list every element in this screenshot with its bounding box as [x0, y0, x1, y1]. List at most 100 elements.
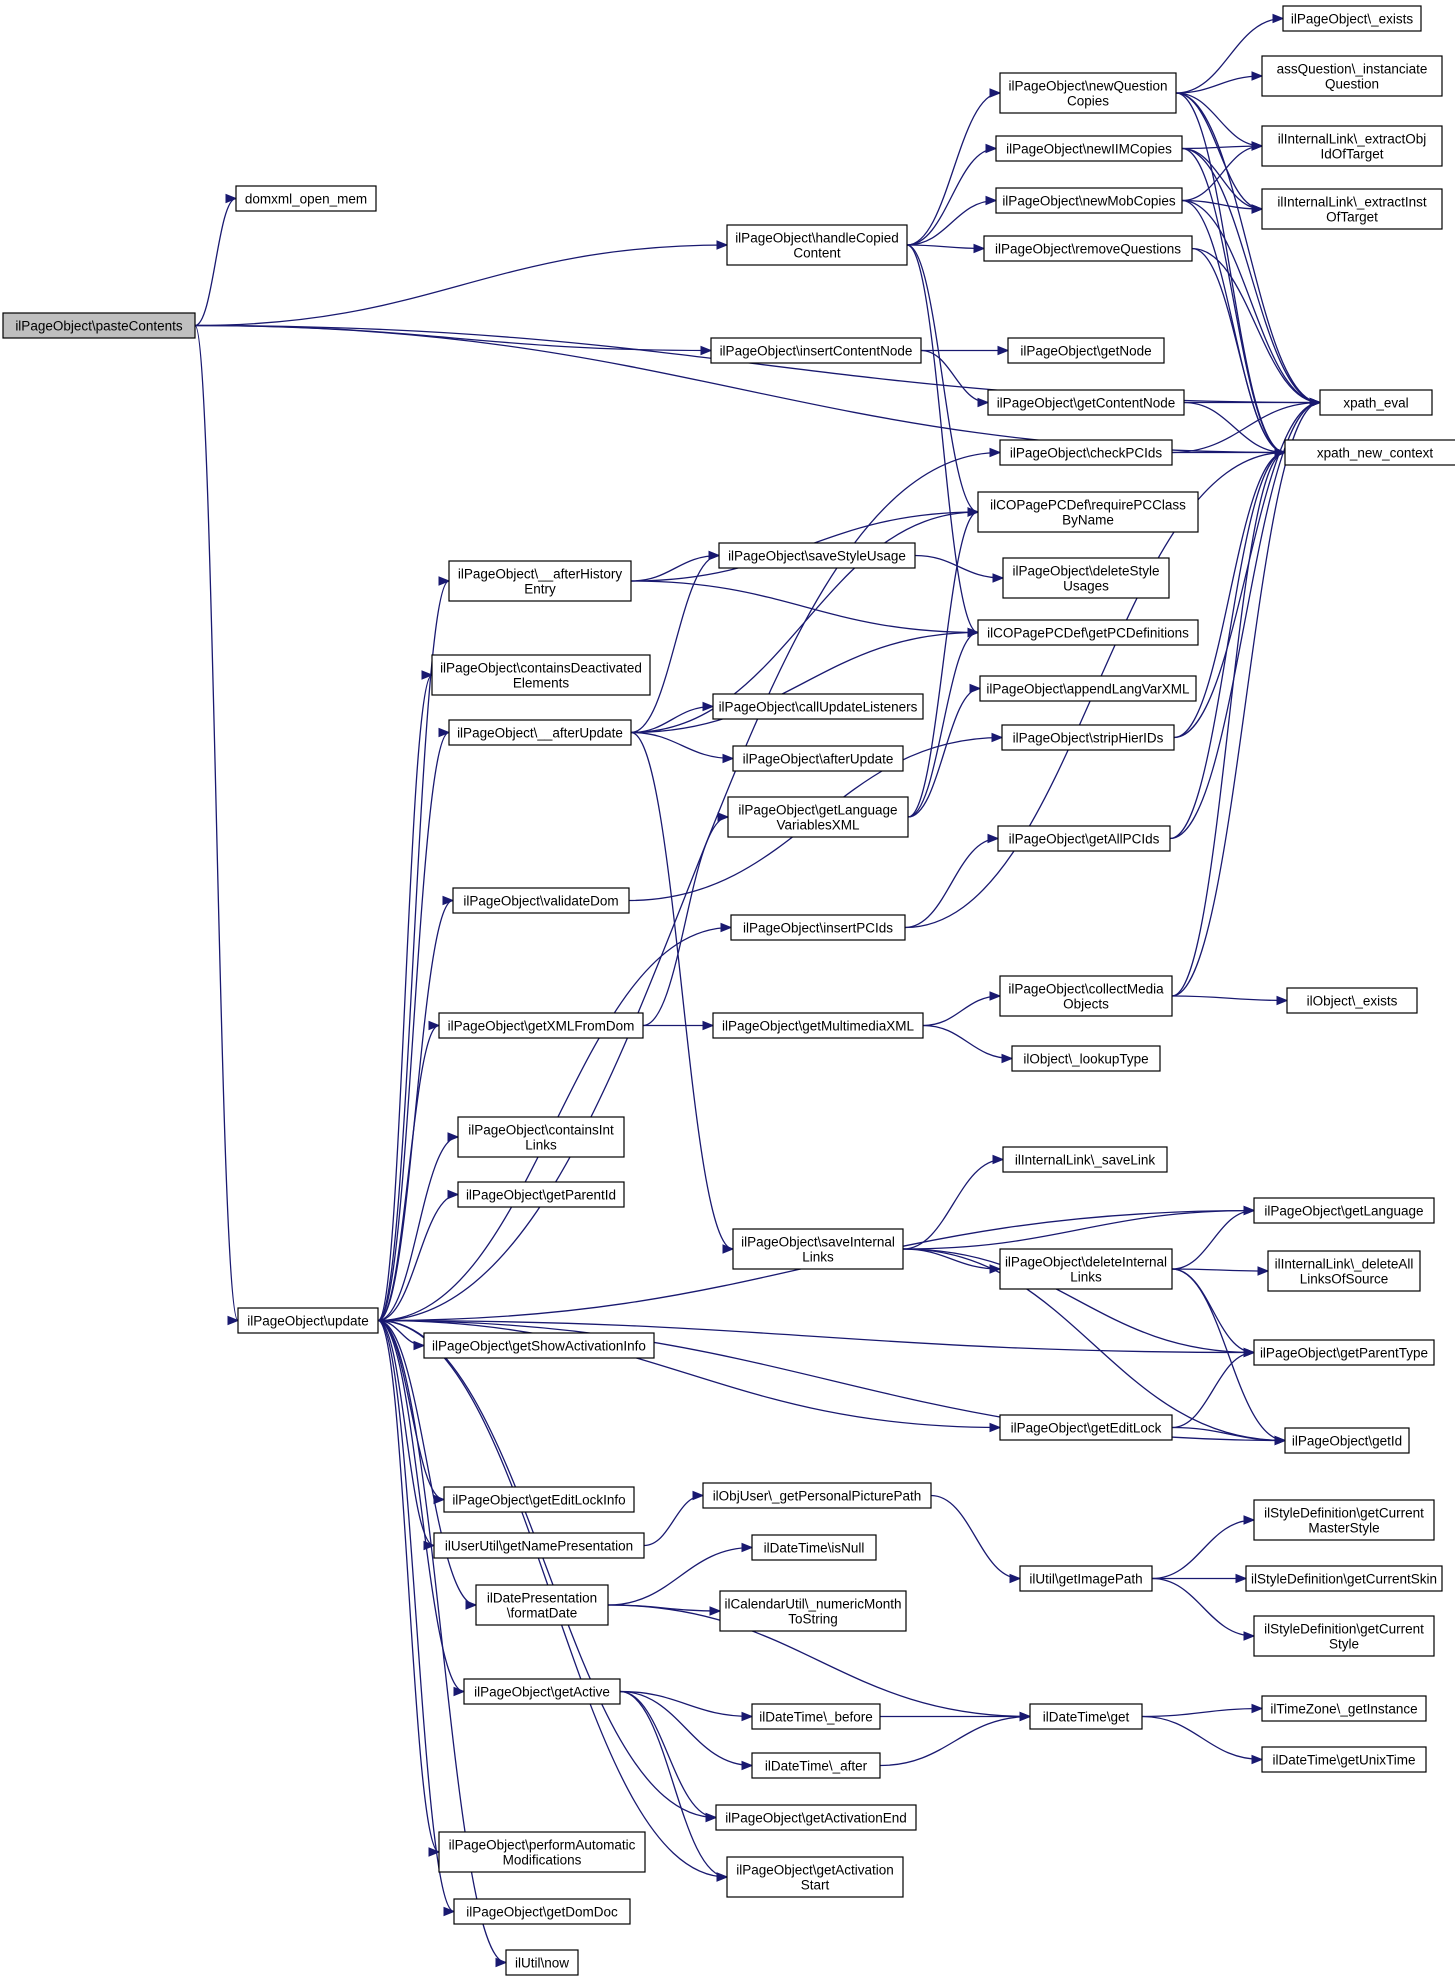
edge-n43-to-n48 [1171, 1268, 1286, 1442]
node-label: ilPageObject\saveStyleUsage [728, 549, 906, 564]
edge-n18-to-n20 [377, 580, 450, 1322]
node-box [726, 224, 908, 266]
node-box [433, 1532, 645, 1559]
node-ilutil-getimagepath[interactable]: ilUtil\getImagePath [1019, 1565, 1153, 1592]
node-ilpageobject-geteditlock[interactable]: ilPageObject\getEditLock [999, 1414, 1173, 1441]
node-ilpageobject-exists[interactable]: ilPageObject\_exists [1282, 5, 1422, 32]
edge-n47-to-n48 [1171, 1426, 1286, 1442]
node-ilpageobject-afterupdate[interactable]: ilPageObject\afterUpdate [732, 745, 904, 772]
node-ilpageobject-getactive[interactable]: ilPageObject\getActive [463, 1678, 621, 1705]
node-ilpageobject-getid[interactable]: ilPageObject\getId [1284, 1427, 1410, 1454]
node-iltimezone-getinstance[interactable]: ilTimeZone\_getInstance [1261, 1695, 1427, 1722]
node-ilpageobject-afterupdate[interactable]: ilPageObject\__afterUpdate [448, 719, 632, 746]
node-ildatepresentation-formatdate[interactable]: ilDatePresentation\formatDate [475, 1584, 609, 1626]
node-ilpageobject-getlanguage[interactable]: ilPageObject\getLanguage [1253, 1197, 1435, 1224]
node-label: Start [801, 1878, 830, 1893]
node-ilpageobject-update[interactable]: ilPageObject\update [237, 1307, 379, 1334]
node-ilpageobject-checkpcids[interactable]: ilPageObject\checkPCIds [999, 439, 1173, 466]
arrowhead [702, 701, 715, 712]
node-ilpageobject-getdomdoc[interactable]: ilPageObject\getDomDoc [453, 1898, 631, 1925]
node-ilpageobject-savestyleusage[interactable]: ilPageObject\saveStyleUsage [718, 542, 916, 569]
node-label: ilUtil\now [515, 1956, 569, 1971]
node-ildatetime-isnull[interactable]: ilDateTime\isNull [751, 1534, 877, 1561]
arrowhead [443, 1906, 456, 1917]
edge-n31-to-n9 [1169, 451, 1286, 840]
node-ilpageobject-getallpcids[interactable]: ilPageObject\getAllPCIds [997, 825, 1171, 852]
node-ilobjuser-getpersonalpicturepath[interactable]: ilObjUser\_getPersonalPicturePath [702, 1482, 932, 1509]
arrowhead [453, 1686, 466, 1697]
node-ilpageobject-getmultimediaxml[interactable]: ilPageObject\getMultimediaXML [712, 1012, 924, 1039]
node-box [977, 491, 1199, 533]
node-box [1019, 1565, 1153, 1592]
node-label: ilPageObject\deleteInternal [1005, 1255, 1167, 1270]
arrowhead [1251, 1754, 1264, 1765]
edge-n3-to-n4 [1175, 17, 1284, 94]
arrowhead [465, 1600, 478, 1610]
node-ilpageobject-validatedom[interactable]: ilPageObject\validateDom [452, 887, 630, 914]
edge-n10-to-n8 [1181, 147, 1321, 404]
node-ilpageobject-newmobcopies[interactable]: ilPageObject\newMobCopies [995, 187, 1183, 214]
node-ilpageobject-getxmlfromdom[interactable]: ilPageObject\getXMLFromDom [438, 1012, 644, 1039]
node-ilpageobject-newiimcopies[interactable]: ilPageObject\newIIMCopies [995, 135, 1183, 162]
node-ilpageobject-getactivationend[interactable]: ilPageObject\getActivationEnd [715, 1804, 917, 1831]
node-ilutil-now[interactable]: ilUtil\now [505, 1949, 579, 1976]
node-xpath-new-context[interactable]: xpath_new_context [1284, 439, 1455, 466]
node-ilpageobject-pastecontents[interactable]: ilPageObject\pasteContents [2, 312, 196, 339]
node-xpath-eval[interactable]: xpath_eval [1319, 389, 1433, 416]
node-iluserutil-getnamepresentation[interactable]: ilUserUtil\getNamePresentation [433, 1532, 645, 1559]
node-ildatetime-get[interactable]: ilDateTime\get [1029, 1703, 1143, 1730]
node-ilpageobject-getnode[interactable]: ilPageObject\getNode [1007, 337, 1165, 364]
arrowhead [992, 573, 1005, 583]
node-label: Question [1325, 77, 1379, 92]
node-ilobject-lookuptype[interactable]: ilObject\_lookupType [1011, 1045, 1161, 1072]
node-ilcopagepcdef-getpcdefinitions[interactable]: ilCOPagePCDef\getPCDefinitions [977, 619, 1199, 646]
node-ilpageobject-insertpcids[interactable]: ilPageObject\insertPCIds [730, 914, 906, 941]
node-ilpageobject-callupdatelisteners[interactable]: ilPageObject\callUpdateListeners [712, 693, 924, 720]
node-ilpageobject-getcontentnode[interactable]: ilPageObject\getContentNode [987, 389, 1185, 416]
edge-n34-to-n30 [642, 816, 729, 1027]
node-ilstyledefinition-getcurrentskin[interactable]: ilStyleDefinition\getCurrentSkin [1245, 1565, 1443, 1592]
node-ilpageobject-removequestions[interactable]: ilPageObject\removeQuestions [983, 235, 1193, 262]
node-ilpageobject-getparenttype[interactable]: ilPageObject\getParentType [1253, 1339, 1435, 1366]
node-ilpageobject-geteditlockinfo[interactable]: ilPageObject\getEditLockInfo [443, 1486, 635, 1513]
node-ildatetime-before[interactable]: ilDateTime\_before [751, 1703, 881, 1730]
node-ilpageobject-performautomaticmodifications[interactable]: ilPageObject\performAutomaticModificatio… [438, 1831, 646, 1873]
node-ilobject-exists[interactable]: ilObject\_exists [1286, 987, 1418, 1014]
node-ildatetime-after[interactable]: ilDateTime\_after [751, 1752, 881, 1779]
edge-n24-to-n21 [630, 554, 720, 734]
node-ilpageobject-insertcontentnode[interactable]: ilPageObject\insertContentNode [710, 337, 922, 364]
arrowhead [1243, 1205, 1256, 1216]
node-ildatetime-getunixtime[interactable]: ilDateTime\getUnixTime [1261, 1746, 1427, 1773]
node-ilpageobject-getshowactivationinfo[interactable]: ilPageObject\getShowActivationInfo [423, 1332, 655, 1359]
node-box [1261, 188, 1443, 230]
node-ilpageobject-appendlangvarxml[interactable]: ilPageObject\appendLangVarXML [979, 675, 1197, 702]
arrowhead [1243, 1347, 1256, 1358]
node-ilpageobject-striphierids[interactable]: ilPageObject\stripHierIDs [1001, 724, 1175, 751]
node-domxml-open-mem[interactable]: domxml_open_mem [235, 185, 377, 212]
node-box [983, 235, 1193, 262]
node-ilpageobject-getparentid[interactable]: ilPageObject\getParentId [457, 1181, 625, 1208]
node-ilinternallink-savelink[interactable]: ilInternalLink\_saveLink [1002, 1146, 1168, 1173]
node-label: ilPageObject\getLanguage [1264, 1204, 1423, 1219]
node-label: ilPageObject\getShowActivationInfo [432, 1339, 646, 1354]
node-box [719, 1590, 907, 1632]
